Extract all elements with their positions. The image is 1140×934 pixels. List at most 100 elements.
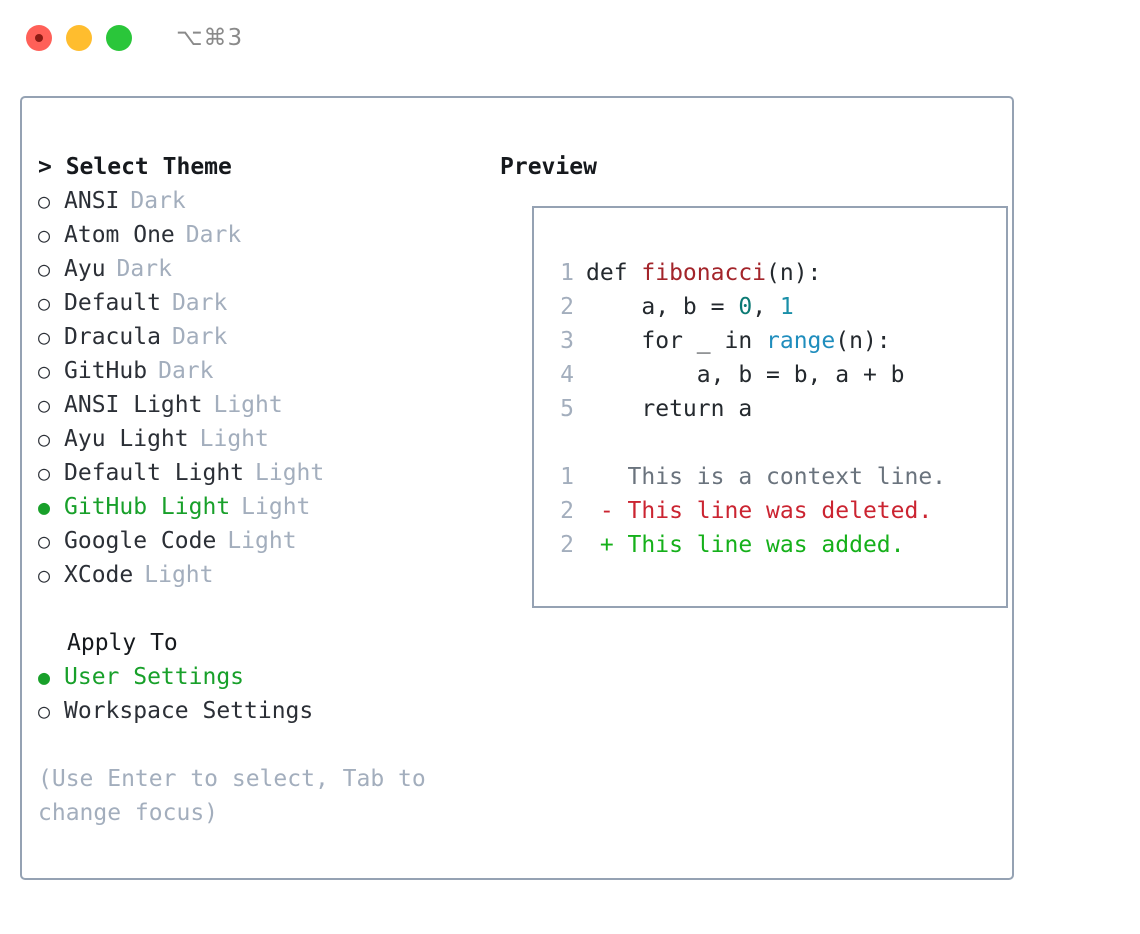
theme-option-tag: Light [241,494,311,520]
theme-option-row[interactable]: ○ Default Dark [38,286,478,320]
theme-option-name: Dracula [64,324,161,350]
radio-unselected-icon: ○ [38,291,51,315]
diff-line: 2 - This line was deleted. [548,494,946,528]
line-number: 1 [560,260,574,286]
apply-to-option-list[interactable]: ●User Settings ○ Workspace Settings [38,660,478,728]
radio-unselected-icon: ○ [38,257,51,281]
radio-unselected-icon: ○ [38,461,51,485]
theme-option-tag: Light [199,426,269,452]
line-number: 1 [560,464,574,490]
theme-option-tag: Dark [171,290,228,316]
line-number: 2 [560,498,574,524]
radio-unselected-icon: ○ [38,325,51,349]
code-token-builtin: range [766,328,836,354]
radio-unselected-icon: ○ [38,699,51,723]
code-token-plain: def [586,260,642,286]
theme-option-row[interactable]: ○ Default Light Light [38,456,478,490]
line-number: 4 [560,362,574,388]
line-number: 3 [560,328,574,354]
theme-option-tag: Light [144,562,214,588]
code-token-num2: 1 [779,294,794,320]
theme-option-tag: Light [255,460,325,486]
line-number: 2 [560,294,574,320]
code-token-plain: , [752,294,780,320]
code-line: 2 a, b = 0, 1 [548,290,946,324]
code-line-content: return a [586,392,752,426]
maximize-button-icon[interactable] [106,25,132,51]
radio-selected-icon: ● [38,495,51,519]
radio-unselected-icon: ○ [38,393,51,417]
theme-option-name: Default [64,290,161,316]
preview-heading: Preview [500,154,597,180]
code-token-plain: a, b = [586,294,739,320]
theme-option-row[interactable]: ● GitHub Light Light [38,490,478,524]
code-token-plain: a, b = b, a + b [586,362,905,388]
code-line: 1 def fibonacci(n): [548,256,946,290]
theme-option-name: Ayu Light [64,426,189,452]
diff-block: 1 This is a context line.2 - This line w… [548,460,946,562]
apply-to-section: Apply To ●User Settings ○ Workspace Settin… [38,626,478,728]
radio-unselected-icon: ○ [38,529,51,553]
diff-line-content-deleted: - This line was deleted. [586,498,933,524]
radio-unselected-icon: ○ [38,189,51,213]
diff-line-content-context: This is a context line. [586,464,947,490]
apply-to-option-label: Workspace Settings [64,698,314,724]
traffic-lights [26,25,132,51]
code-token-num: 0 [738,294,753,320]
theme-option-row[interactable]: ○ GitHub Dark [38,354,478,388]
apply-to-heading: Apply To [67,630,178,656]
select-theme-heading: > Select Theme [38,154,232,180]
code-token-plain: (n): [766,260,822,286]
theme-option-tag: Dark [116,256,172,282]
close-button-icon[interactable] [26,25,52,51]
code-line: 5 return a [548,392,946,426]
theme-option-name: GitHub [64,358,148,384]
code-token-plain: return a [586,396,753,422]
line-number: 2 [560,532,574,558]
theme-option-name: Atom One [64,222,175,248]
theme-option-row[interactable]: ○ Google Code Light [38,524,478,558]
diff-line-content-added: + This line was added. [586,532,905,558]
code-token-plain: (n): [835,328,891,354]
code-spacer [548,426,946,460]
code-line-content: def fibonacci(n): [586,256,821,290]
code-token-plain: for _ in [586,328,767,354]
theme-option-row[interactable]: ○ Ayu Light Light [38,422,478,456]
theme-option-row[interactable]: ○ XCode Light [38,558,478,592]
code-line: 3 for _ in range(n): [548,324,946,358]
theme-option-tag: Dark [158,358,214,384]
theme-option-name: XCode [64,562,134,588]
theme-option-name: ANSI [64,188,120,214]
radio-unselected-icon: ○ [38,359,51,383]
diff-line: 1 This is a context line. [548,460,946,494]
code-line-content: a, b = 0, 1 [586,290,794,324]
code-line-content: a, b = b, a + b [586,358,905,392]
code-line: 4 a, b = b, a + b [548,358,946,392]
theme-option-name: Default Light [64,460,245,486]
minimize-button-icon[interactable] [66,25,92,51]
theme-option-name: GitHub Light [64,494,231,520]
radio-selected-icon: ● [38,665,51,689]
apply-to-option-row[interactable]: ●User Settings [38,660,478,694]
theme-option-row[interactable]: ○ ANSI Dark [38,184,478,218]
theme-option-name: Ayu [64,256,106,282]
theme-option-tag: Dark [130,188,186,214]
code-line-content: for _ in range(n): [586,324,891,358]
apply-to-option-row[interactable]: ○ Workspace Settings [38,694,478,728]
radio-unselected-icon: ○ [38,427,51,451]
theme-option-row[interactable]: ○ Ayu Dark [38,252,478,286]
line-number: 5 [560,396,574,422]
theme-option-tag: Light [213,392,283,418]
radio-unselected-icon: ○ [38,563,51,587]
theme-option-tag: Light [227,528,297,554]
theme-option-name: Google Code [64,528,217,554]
